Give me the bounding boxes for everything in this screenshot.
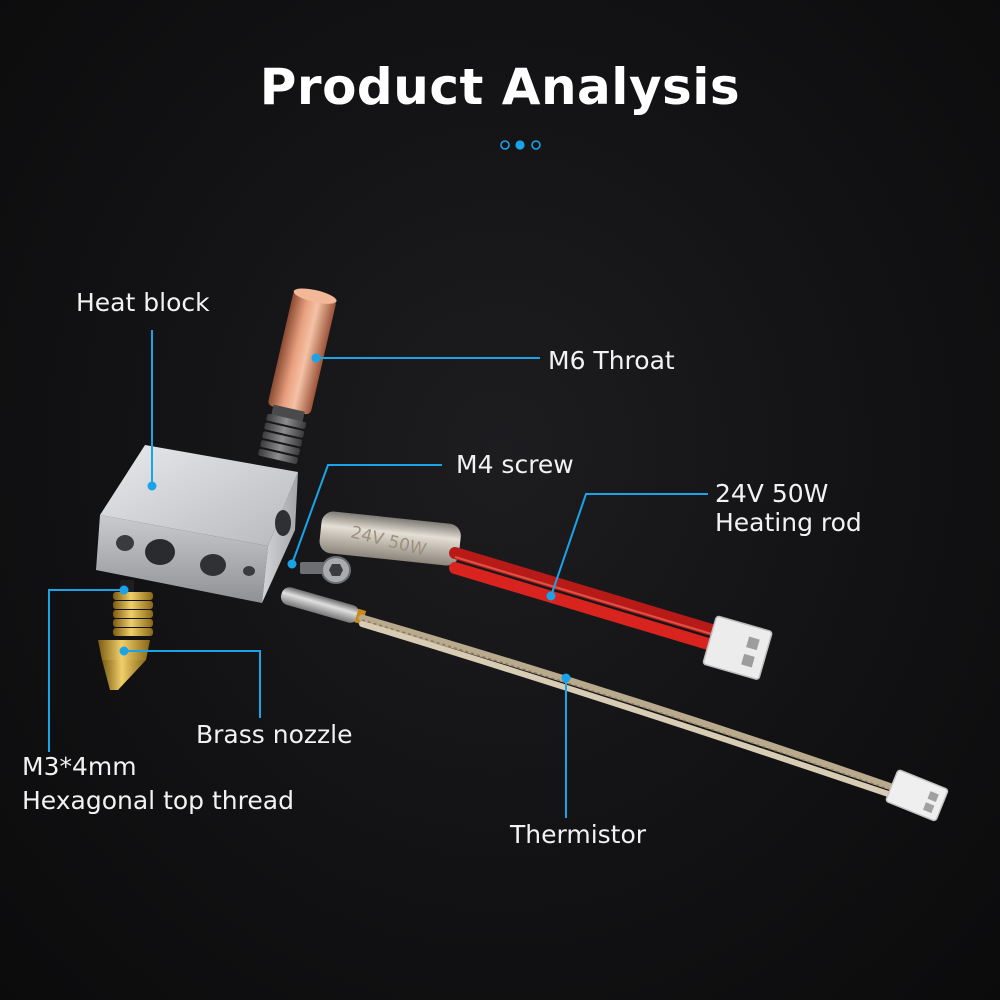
leader-heating-rod bbox=[550, 493, 708, 597]
pagination-dot-2-active[interactable] bbox=[515, 140, 525, 150]
page-title: Product Analysis bbox=[259, 58, 741, 116]
label-heat-block: Heat block bbox=[76, 288, 210, 317]
pagination-dot-3[interactable] bbox=[531, 140, 541, 150]
m6-throat-part bbox=[258, 288, 337, 464]
label-thermistor: Thermistor bbox=[510, 820, 647, 849]
leader-brass-nozzle bbox=[124, 650, 261, 718]
brass-nozzle-part bbox=[98, 580, 153, 690]
m4-screw-part bbox=[300, 556, 351, 584]
pagination-dots bbox=[500, 140, 541, 150]
leader-lines bbox=[48, 330, 708, 818]
label-m4-screw: M4 screw bbox=[456, 450, 574, 479]
label-brass-nozzle: Brass nozzle bbox=[196, 720, 353, 749]
leader-thread bbox=[48, 589, 124, 752]
label-thread-line1: M3*4mm bbox=[22, 752, 137, 781]
heating-rod-connector bbox=[702, 615, 773, 680]
label-heating-rod-line1: 24V 50W bbox=[715, 479, 829, 508]
label-m6-throat: M6 Throat bbox=[548, 346, 675, 375]
leader-m4-screw bbox=[291, 464, 442, 565]
pagination-dot-1[interactable] bbox=[500, 140, 510, 150]
label-thread-line2: Hexagonal top thread bbox=[22, 786, 294, 815]
heat-block-part bbox=[96, 445, 298, 603]
thermistor-part bbox=[280, 587, 949, 822]
heating-rod-wires bbox=[449, 547, 721, 652]
heating-rod-part: 24V 50W bbox=[319, 511, 461, 566]
label-heating-rod-line2: Heating rod bbox=[715, 508, 862, 537]
leader-endpoints bbox=[119, 353, 571, 683]
